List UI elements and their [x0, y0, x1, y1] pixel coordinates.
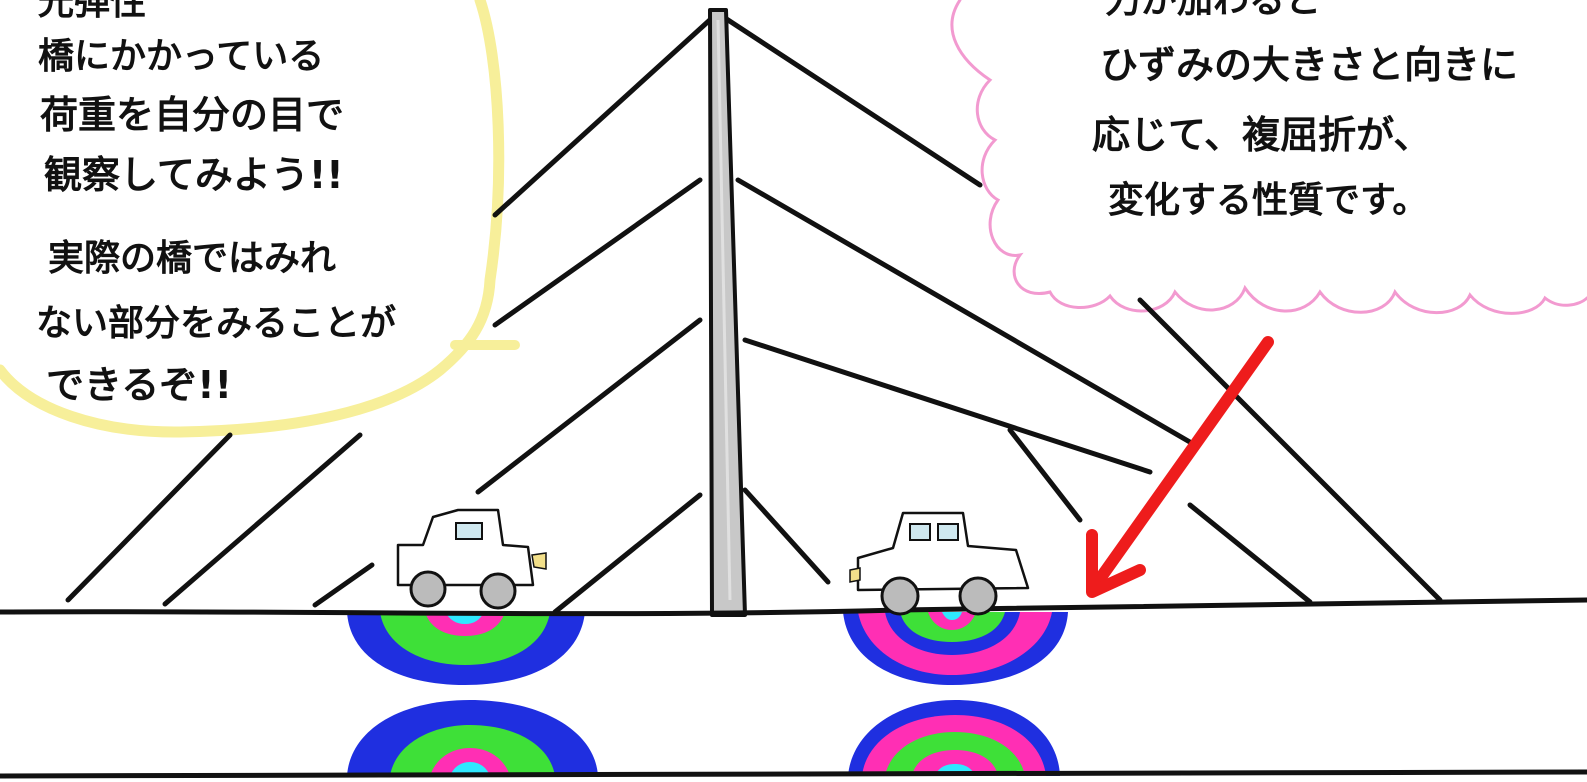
right-bubble-line: 変化する性質です。 [1108, 179, 1428, 221]
bridge-deck [0, 600, 1587, 776]
pylon-icon [710, 10, 745, 615]
left-bubble-line: ない部分をみることが [36, 303, 396, 344]
right-bubble-line: ひずみの大きさと向きに [1100, 43, 1518, 87]
left-bubble-text: 光弾性 橋にかかっている 荷重を自分の目で 観察してみよう!! 実際の橋ではみれ… [36, 0, 396, 407]
right-bubble-line: 力が加わると [1105, 0, 1321, 21]
arrow-icon [1092, 342, 1268, 592]
car-icon [850, 513, 1028, 614]
car-icon [398, 510, 546, 608]
left-bubble-line: 橋にかかっている [38, 36, 324, 77]
right-bubble-line: 応じて、複屈折が、 [1092, 113, 1431, 157]
left-bubble-line: 実際の橋ではみれ [48, 238, 336, 279]
stress-fringe-right-lower [848, 700, 1060, 776]
left-bubble-line: できるぞ!! [46, 363, 232, 407]
left-bubble-line: 光弾性 [38, 0, 146, 23]
stress-fringe-left-lower [347, 700, 598, 776]
stress-fringe-left-upper [347, 612, 585, 685]
left-bubble-line: 観察してみよう!! [44, 153, 344, 197]
left-bubble-line: 荷重を自分の目で [40, 93, 344, 137]
right-bubble-text: 力が加わると ひずみの大きさと向きに 応じて、複屈折が、 変化する性質です。 [1092, 0, 1518, 221]
stress-fringe-right-upper [843, 612, 1068, 685]
